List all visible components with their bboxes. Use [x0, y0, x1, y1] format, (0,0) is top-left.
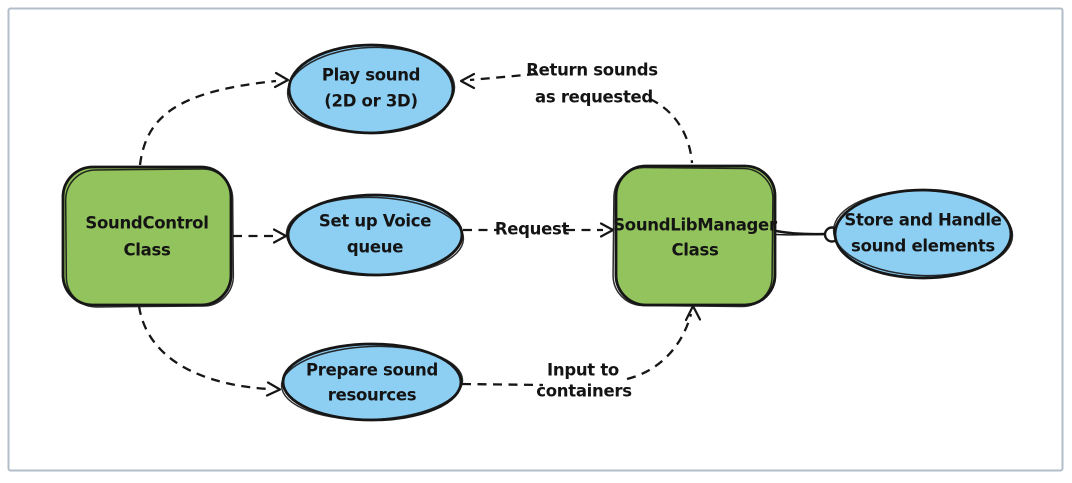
edge-control-to-play: [138, 71, 290, 166]
prepare-resources-node: Prepare sound resources: [280, 342, 464, 422]
return-sounds-label-line1: Return sounds: [526, 61, 658, 80]
arrowhead-to-libmanager-bottom: [684, 304, 702, 322]
return-sounds-label-line2: as requested: [535, 88, 653, 107]
prepare-resources-label-line1: Prepare sound: [306, 361, 438, 380]
arrowhead-to-play-sound: [273, 71, 290, 89]
sound-lib-manager-node: SoundLibManager Class: [612, 164, 778, 308]
voice-queue-label-line2: queue: [347, 238, 403, 257]
edge-prepare-to-libmanager: Input to containers: [461, 304, 702, 401]
store-handle-label-line1: Store and Handle: [844, 211, 1001, 230]
arrowhead-to-voice-queue: [272, 228, 288, 244]
sound-control-label-line2: Class: [123, 241, 171, 260]
store-handle-label-line2: sound elements: [851, 237, 995, 256]
input-containers-label-line1: Input to: [547, 361, 619, 380]
edge-control-to-voice: [233, 228, 288, 244]
play-sound-node: Play sound (2D or 3D): [286, 43, 456, 135]
play-sound-label-line1: Play sound: [322, 66, 420, 85]
voice-queue-label-line1: Set up Voice: [319, 212, 431, 231]
arrowhead-to-play-right: [459, 72, 476, 90]
edge-control-to-prepare: [137, 305, 282, 397]
edge-voice-to-libmanager: Request: [463, 220, 615, 239]
sound-lib-manager-label-line2: Class: [671, 241, 719, 260]
edge-libmanager-to-play: Return sounds as requested: [459, 61, 694, 164]
arrowhead-to-prepare: [265, 381, 282, 397]
sound-lib-manager-label-line1: SoundLibManager: [613, 216, 778, 235]
play-sound-label-line2: (2D or 3D): [324, 92, 417, 111]
voice-queue-node: Set up Voice queue: [285, 193, 465, 277]
request-label: Request: [495, 220, 570, 239]
sound-control-label-line1: SoundControl: [85, 214, 208, 233]
input-containers-label-line2: containers: [536, 382, 632, 401]
edge-libmanager-to-store: [775, 226, 841, 243]
prepare-resources-label-line2: resources: [328, 386, 417, 405]
sound-control-node: SoundControl Class: [61, 165, 235, 308]
store-handle-node: Store and Handle sound elements: [832, 188, 1014, 280]
diagram-frame: [7, 7, 1064, 472]
